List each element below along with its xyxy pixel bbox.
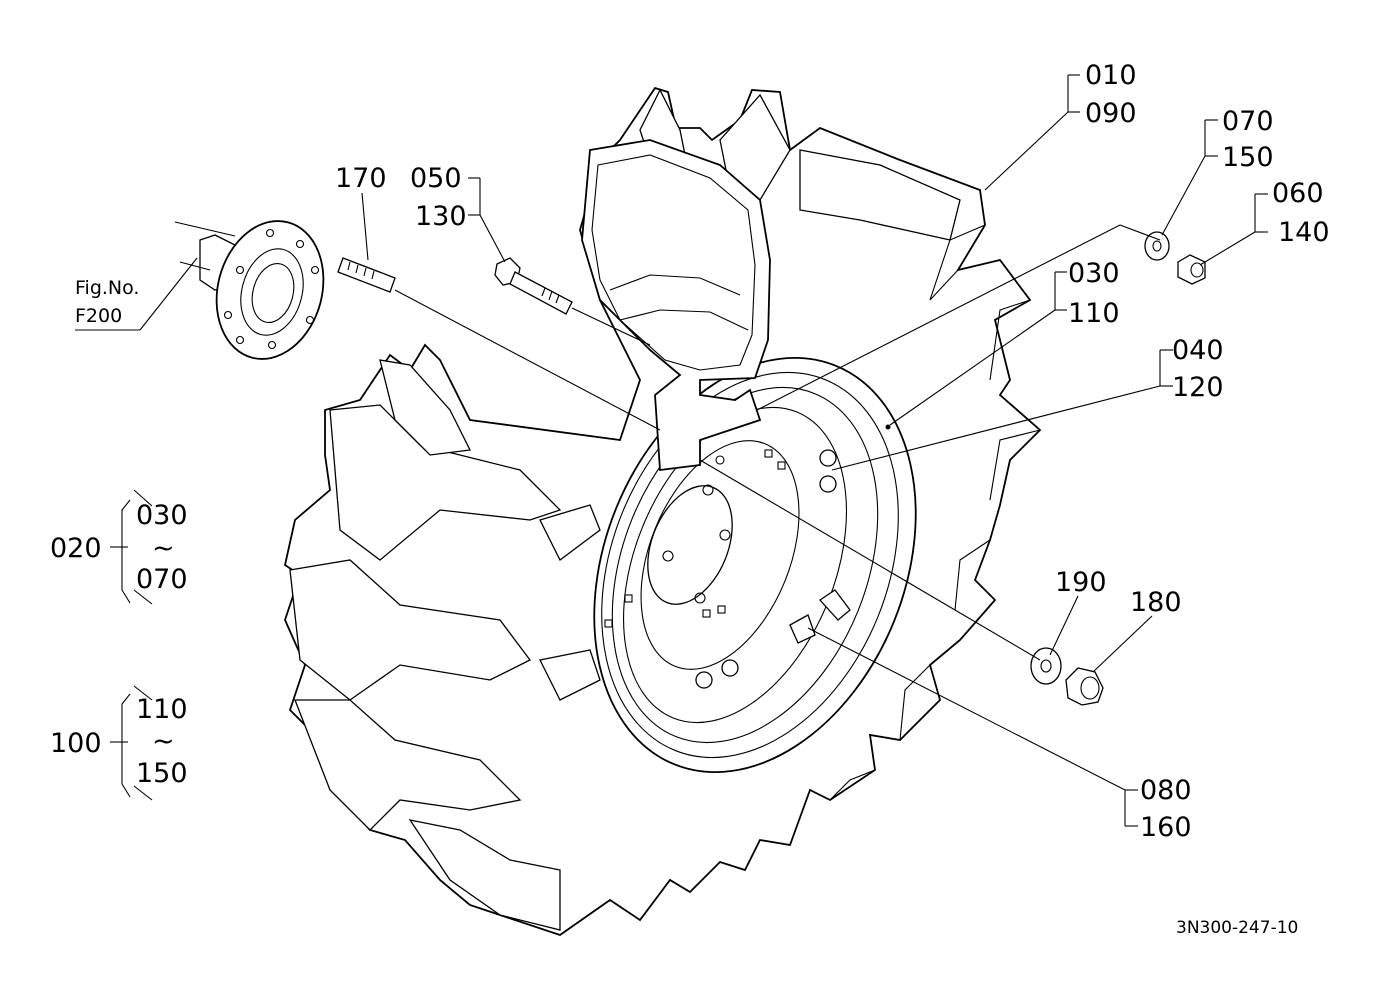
drawing-code: 3N300-247-10 [1176,918,1298,938]
callout-050: 050 [410,163,462,194]
group-020-id: 020 [50,533,102,564]
callout-120: 120 [1172,372,1224,403]
washer-nut-set-lower [1030,647,1104,706]
callout-060: 060 [1272,178,1324,209]
group-100-tilde: ~ [152,726,175,757]
callout-130: 130 [415,201,467,232]
group-100-id: 100 [50,728,102,759]
group-020-to: 070 [136,564,188,595]
callout-010: 010 [1085,60,1137,91]
group-020-tilde: ~ [152,533,175,564]
group-brace-100 [110,685,153,801]
group-brace-020 [110,489,153,605]
callout-040: 040 [1172,335,1224,366]
callout-150: 150 [1222,142,1274,173]
callout-170: 170 [335,163,387,194]
callout-180: 180 [1130,587,1182,618]
group-100-to: 150 [136,758,188,789]
hex-bolt [494,257,573,315]
figure-reference-label: Fig.No. [75,277,139,299]
callout-160: 160 [1140,812,1192,843]
stud-bolt [337,257,396,293]
hub-flange [199,220,325,360]
callout-080: 080 [1140,775,1192,806]
leader-lines [75,74,1268,827]
callout-070: 070 [1222,106,1274,137]
callout-110: 110 [1068,298,1120,329]
callout-190: 190 [1055,567,1107,598]
tire-cross-section [581,139,771,472]
figure-reference-number: F200 [75,305,122,327]
callout-140: 140 [1278,217,1330,248]
callout-090: 090 [1085,98,1137,129]
washer-nut-set-upper [1144,231,1206,285]
callout-030: 030 [1068,258,1120,289]
group-100-from: 110 [136,694,188,725]
group-020-from: 030 [136,500,188,531]
